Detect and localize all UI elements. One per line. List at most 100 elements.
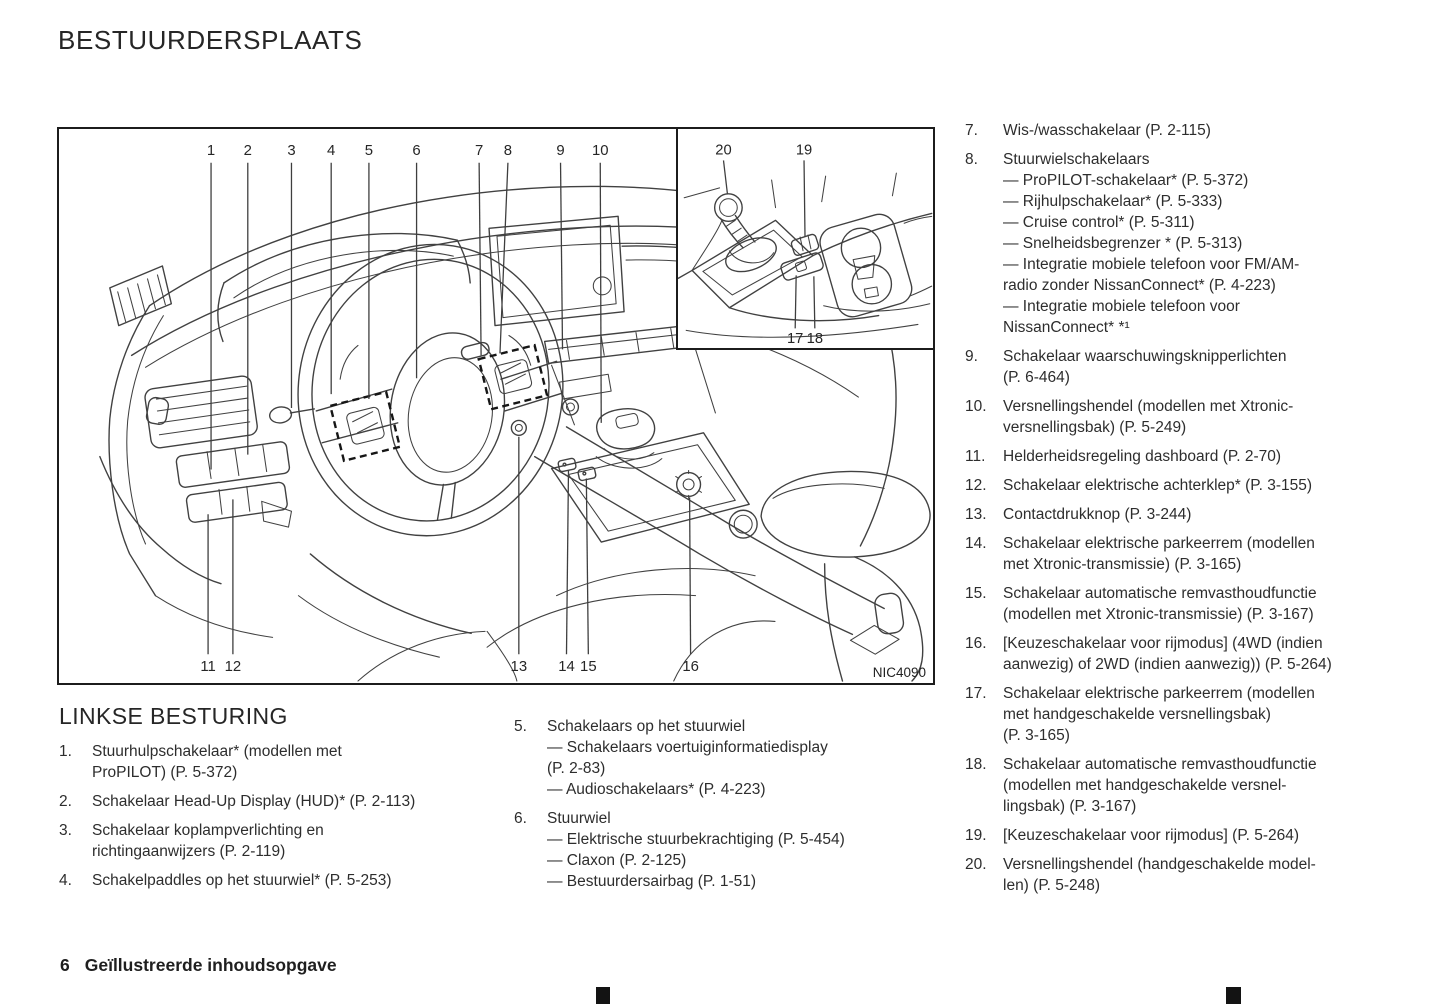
callout-leader-line — [478, 162, 482, 356]
page-edge-tab — [596, 987, 610, 1004]
item-number: 1. — [59, 743, 72, 760]
item-number: 16. — [965, 635, 987, 652]
callout-number: 13 — [511, 659, 528, 675]
callout-number: 12 — [225, 659, 242, 675]
callout-leader-line — [565, 470, 570, 655]
item-number: 20. — [965, 856, 987, 873]
list-item: 11. Helderheidsregeling dashboard (P. 2-7… — [965, 446, 1395, 467]
item-text: Helderheidsregeling dashboard (P. 2-70) — [1003, 448, 1282, 465]
steering-switch-dashed-boxes — [328, 343, 549, 463]
callout-number: 1 — [207, 143, 215, 159]
list-item: 5.Schakelaars op het stuurwiel — Schakel… — [514, 716, 942, 800]
item-number: 4. — [59, 872, 72, 889]
item-text: Versnellingshendel (modellen met Xtronic… — [1003, 398, 1294, 436]
right-item-list: 7.Wis-/wasschakelaar (P. 2-115) 8. Stuurwi… — [965, 120, 1395, 896]
item-number: 17. — [965, 685, 987, 702]
list-item: 1. Stuurhulpschakelaar* (modellen met Pro… — [59, 741, 467, 783]
callout-number: 2 — [244, 143, 252, 159]
page-footer: 6 Geïllustreerde inhoudsopgave — [60, 955, 337, 976]
item-text: Schakelaar elektrische parkeerrem (model… — [1003, 535, 1315, 573]
callout-number: 4 — [327, 143, 335, 159]
callout-number: 8 — [504, 143, 512, 159]
item-number: 11. — [965, 448, 986, 465]
right-column: 7.Wis-/wasschakelaar (P. 2-115) 8. Stuurwi… — [965, 120, 1395, 904]
page-edge-tab — [1226, 987, 1241, 1004]
callout-number: 16 — [682, 659, 699, 675]
list-item: 7.Wis-/wasschakelaar (P. 2-115) — [965, 120, 1395, 141]
item-text: Wis-/wasschakelaar (P. 2-115) — [1003, 122, 1211, 139]
list-item: 10.Versnellingshendel (modellen met Xtro… — [965, 396, 1395, 438]
item-number: 19. — [965, 827, 987, 844]
item-number: 8. — [965, 151, 978, 168]
callout-number: 9 — [556, 143, 564, 159]
item-number: 9. — [965, 348, 978, 365]
list-item: 12. Schakelaar elektrische achterklep* (P… — [965, 475, 1395, 496]
item-text: Contactdrukknop (P. 3-244) — [1003, 506, 1192, 523]
item-text: Stuurhulpschakelaar* (modellen met ProPI… — [92, 743, 342, 781]
item-text: [Keuzeschakelaar voor rijmodus] (4WD (in… — [1003, 635, 1332, 673]
callout-leader-line — [722, 160, 729, 194]
callout-number: 17 — [787, 331, 803, 347]
item-text: Schakelaar Head-Up Display (HUD)* (P. 2-… — [92, 793, 416, 810]
item-text: Stuurwielschakelaars — ProPILOT-schakela… — [1003, 151, 1300, 336]
callout-number: 19 — [796, 143, 812, 159]
list-item: 4.Schakelpaddles op het stuurwiel* (P. 5… — [59, 870, 467, 891]
callout-number: 14 — [558, 659, 575, 675]
list-item: 3.Schakelaar koplampverlichting en richt… — [59, 820, 467, 862]
item-text: Stuurwiel — Elektrische stuurbekrachtigi… — [547, 810, 845, 890]
page-title: BESTUURDERSPLAATS — [58, 25, 363, 55]
list-item: 9. Schakelaar waarschuwingsknipperlichten… — [965, 346, 1395, 388]
list-item: 20. Versnellingshendel (handgeschakelde m… — [965, 854, 1395, 896]
item-text: Schakelaar automatische remvasthoudfunct… — [1003, 756, 1317, 815]
item-text: Schakelaars op het stuurwiel — Schakelaa… — [547, 718, 828, 798]
middle-item-list: 5.Schakelaars op het stuurwiel — Schakel… — [514, 716, 942, 892]
footer-chapter-title: Geïllustreerde inhoudsopgave — [84, 955, 337, 975]
list-item: 14. Schakelaar elektrische parkeerrem (mo… — [965, 533, 1395, 575]
list-item: 17.Schakelaar elektrische parkeerrem (mo… — [965, 683, 1395, 746]
item-number: 2. — [59, 793, 72, 810]
callout-number: 5 — [365, 143, 373, 159]
callout-number: 11 — [200, 659, 215, 675]
list-item: 18. Schakelaar automatische remvasthoudfu… — [965, 754, 1395, 817]
callout-number: 20 — [715, 143, 731, 159]
list-item: 19.[Keuzeschakelaar voor rijmodus] (P. 5… — [965, 825, 1395, 846]
item-text: Schakelaar elektrische achterklep* (P. 3… — [1003, 477, 1313, 494]
item-number: 12. — [965, 477, 987, 494]
callout-leader-line — [499, 162, 509, 354]
callout-leader-line — [794, 275, 797, 329]
item-number: 14. — [965, 535, 987, 552]
list-item: 2. Schakelaar Head-Up Display (HUD)* (P. … — [59, 791, 467, 812]
item-text: Schakelaar waarschuwingsknipperlichten (… — [1003, 348, 1287, 386]
callout-number: 7 — [475, 143, 483, 159]
callout-number: 15 — [580, 659, 597, 675]
footer-page-number: 6 — [60, 955, 70, 975]
list-item: 8. Stuurwielschakelaars — ProPILOT-schake… — [965, 149, 1395, 338]
section-heading: LINKSE BESTURING — [59, 703, 288, 729]
list-item: 6.Stuurwiel — Elektrische stuurbekrachti… — [514, 808, 942, 892]
callout-number: 18 — [807, 331, 823, 347]
callout-leader-line — [803, 160, 806, 238]
item-text: Versnellingshendel (handgeschakelde mode… — [1003, 856, 1316, 894]
callout-leader-line — [559, 162, 564, 350]
item-number: 13. — [965, 506, 987, 523]
item-text: Schakelaar automatische remvasthoudfunct… — [1003, 585, 1317, 623]
list-item: 16. [Keuzeschakelaar voor rijmodus] (4WD … — [965, 633, 1395, 675]
figure-code: NIC4090 — [872, 665, 926, 680]
item-number: 18. — [965, 756, 987, 773]
shifter-drawing — [677, 172, 933, 338]
callout-leader-line — [688, 497, 692, 655]
left-column: LINKSE BESTURING 1. Stuurhulpschakelaar* … — [59, 703, 467, 899]
callout-number: 3 — [287, 143, 295, 159]
left-item-list: 1. Stuurhulpschakelaar* (modellen met Pro… — [59, 741, 467, 891]
list-item: 15. Schakelaar automatische remvasthoudfu… — [965, 583, 1395, 625]
middle-column: 5.Schakelaars op het stuurwiel — Schakel… — [514, 716, 942, 900]
item-number: 15. — [965, 585, 987, 602]
list-item: 13. Contactdrukknop (P. 3-244) — [965, 504, 1395, 525]
callout-number: 10 — [592, 143, 609, 159]
